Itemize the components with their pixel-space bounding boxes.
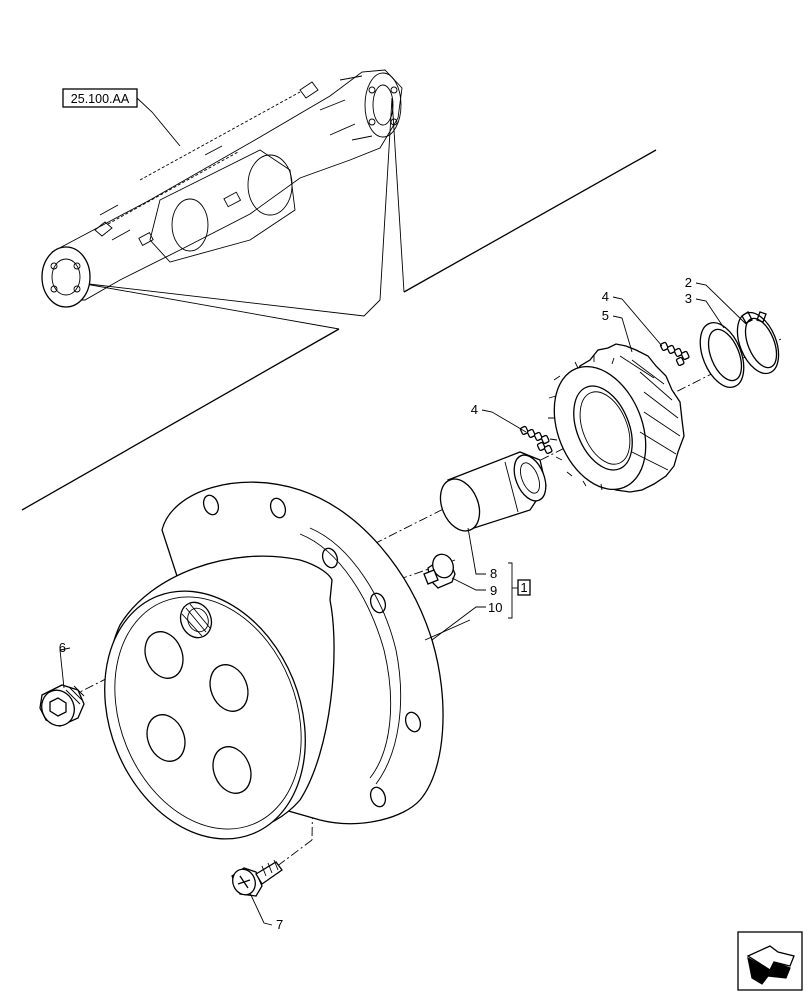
planet-pin-part[interactable] [433,451,552,537]
section-divider [21,149,657,511]
plug-screw-part[interactable] [36,684,85,731]
assembly-group-box[interactable]: 1 [517,579,531,596]
countersunk-screw-part[interactable] [229,859,283,898]
planet-carrier-housing[interactable] [69,481,471,869]
retaining-pin-part[interactable] [423,551,457,589]
callout-8: 8 [490,566,497,581]
next-page-arrow-icon[interactable] [737,931,803,991]
planet-gear-part[interactable] [537,343,685,503]
callout-leaders [59,282,747,926]
callout-2: 2 [685,275,692,290]
callout-3: 3 [685,291,692,306]
needle-rollers-mid[interactable] [519,425,553,455]
reference-label: 25.100.AA [71,92,130,106]
reference-box[interactable]: 25.100.AA [62,88,181,147]
callout-4-top: 4 [602,289,609,304]
callout-5: 5 [602,308,609,323]
axle-overview-illustration [41,69,405,330]
snap-ring-part[interactable] [729,307,786,380]
group-label: 1 [520,580,527,595]
callout-10: 10 [488,600,502,615]
callout-6: 6 [59,640,66,655]
callout-7: 7 [276,917,283,932]
needle-rollers-top[interactable] [659,341,690,367]
shim-washer-part[interactable] [692,316,753,393]
callout-9: 9 [490,583,497,598]
callout-4-mid: 4 [471,402,478,417]
callout-labels: 2 3 4 5 4 6 7 8 9 10 [59,275,692,932]
